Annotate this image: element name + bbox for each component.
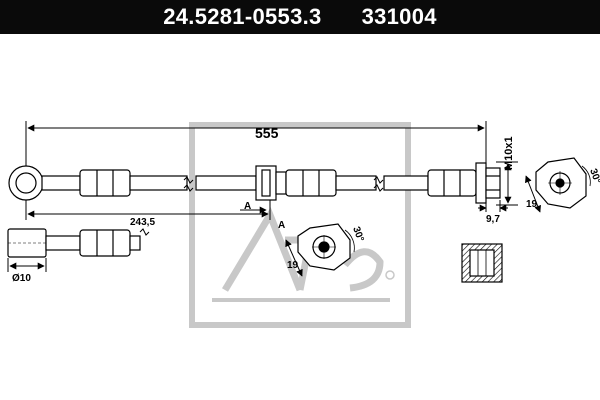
angle-arc-mid	[344, 229, 355, 253]
technical-drawing: 555	[7, 121, 600, 328]
wrench-dimension-right	[525, 175, 541, 213]
angle-arc-right	[581, 165, 591, 187]
break-mark-side	[139, 228, 150, 236]
hose-segment-2	[195, 175, 257, 191]
fitting-thread	[485, 167, 501, 199]
hose-segment-4	[383, 175, 429, 191]
thread-label: M10x1	[503, 136, 515, 170]
partial-length-label: 243,5	[130, 217, 155, 228]
wrench-size-right: 19	[526, 199, 538, 210]
hex-fitting-right-view	[535, 157, 587, 209]
banjo-neck	[41, 175, 81, 191]
banjo-eye-inner	[15, 172, 37, 194]
banjo-side-view	[7, 228, 141, 258]
wrench-size-mid: 19	[287, 260, 299, 271]
brake-hose	[8, 162, 501, 204]
section-marker-detail: A	[278, 220, 285, 231]
part-number: 24.5281-0553.3	[163, 4, 322, 29]
section-marker-main: A	[244, 201, 251, 212]
nut-width-label: 9,7	[486, 214, 500, 225]
hex-fitting-mid-view	[297, 223, 351, 271]
fitting-nut	[475, 162, 487, 204]
dimension-partial-length	[25, 200, 271, 220]
break-marks	[183, 176, 384, 192]
eye-diameter-label: Ø10	[12, 273, 31, 284]
reference-number: 331004	[361, 4, 437, 29]
wrench-dimension-mid	[285, 239, 303, 277]
total-length-label: 555	[255, 125, 279, 141]
ate-watermark-logo	[189, 122, 411, 328]
hose-segment-3	[335, 175, 377, 191]
eye-diameter-dimension	[7, 258, 47, 272]
section-detail-hatched	[461, 243, 503, 283]
nut-width-dimension	[478, 200, 508, 212]
dimension-total-length	[25, 121, 487, 168]
hose-segment-1	[129, 175, 188, 191]
angle-mid: 30°	[350, 225, 366, 243]
ferrule-left	[79, 169, 131, 197]
ferrule-mid	[285, 169, 337, 197]
title-bar: 24.5281-0553.3 331004	[0, 0, 600, 34]
ferrule-right	[427, 169, 477, 197]
